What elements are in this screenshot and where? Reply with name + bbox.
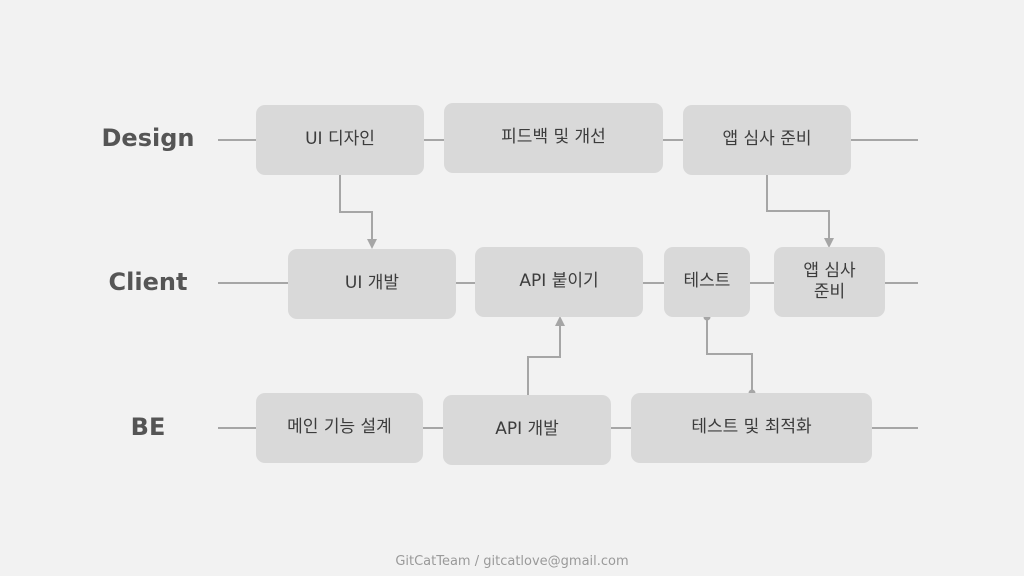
connector-test-to-test-optimize (706, 317, 753, 393)
lane-label-client: Client (108, 268, 188, 296)
task-ui-dev: UI 개발 (288, 249, 456, 319)
task-feedback: 피드백 및 개선 (444, 103, 663, 173)
lane-label-be: BE (130, 413, 166, 441)
connector-app-review-design-to-client (766, 175, 834, 248)
task-main-feature: 메인 기능 설계 (256, 393, 423, 463)
task-ui-design: UI 디자인 (256, 105, 424, 175)
task-test: 테스트 (664, 247, 750, 317)
footer-credit: GitCatTeam / gitcatlove@gmail.com (395, 554, 629, 569)
task-api-dev: API 개발 (443, 395, 611, 465)
task-api-attach: API 붙이기 (475, 247, 643, 317)
connector-api-dev-to-api-attach (527, 316, 565, 395)
connector-ui-design-to-ui-dev (339, 175, 377, 249)
task-app-review-client: 앱 심사 준비 (774, 247, 885, 317)
task-test-optimize: 테스트 및 최적화 (631, 393, 872, 463)
lane-label-design: Design (101, 124, 195, 152)
task-app-review-design: 앱 심사 준비 (683, 105, 851, 175)
